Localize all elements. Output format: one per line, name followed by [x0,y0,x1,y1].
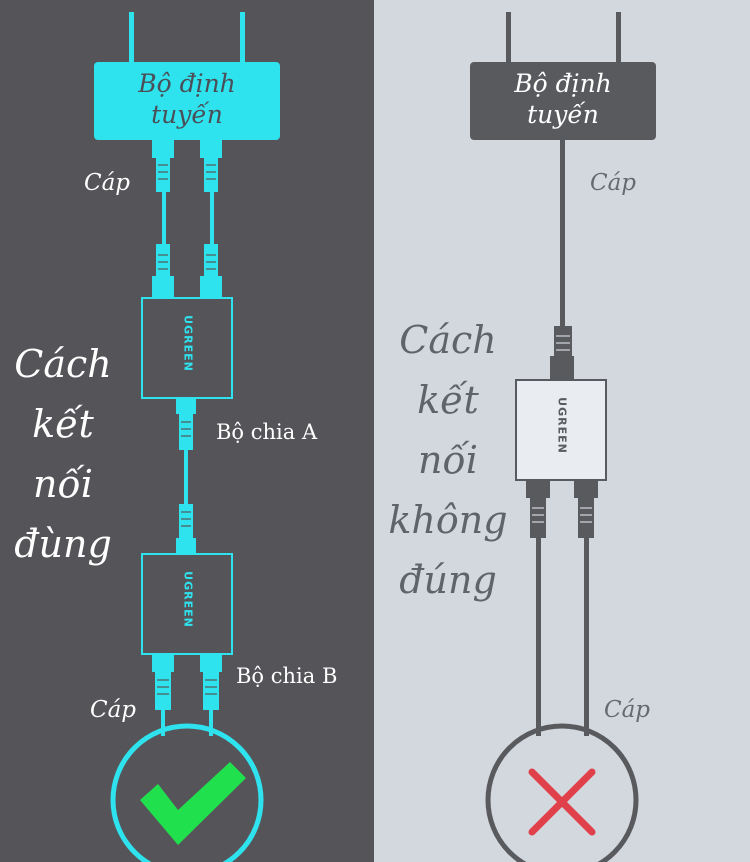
right-splitter-brand: UGREEN [555,397,569,454]
right-router [470,62,656,140]
left-verdict-line: Cách [14,342,112,386]
left-router-label: Bộ định tuyến [138,69,236,129]
check-icon [140,762,246,845]
right-splitter [515,379,607,481]
right-verdict-line: đúng [399,558,497,602]
right-verdict-line: kết [417,378,479,422]
right-router-antennas [506,12,621,64]
left-cable-top [152,140,222,298]
splitter-a-label: Bộ chia A [216,420,318,444]
left-device-circle [110,723,264,862]
right-cable-label-bottom: Cáp [604,697,651,723]
left-cable-label-top: Cáp [84,170,131,196]
left-verdict: Cách kết nối đùng [0,334,126,574]
right-verdict: Cách kết nối không đúng [386,310,510,610]
right-cable-top [550,140,574,380]
left-router [94,62,280,140]
left-splitter-a [141,297,233,399]
right-cable-label-top: Cáp [590,170,637,196]
right-router-label: Bộ định tuyến [514,69,612,129]
left-splitter-b-brand: UGREEN [181,571,195,628]
splitter-b-label: Bộ chia B [236,664,338,688]
right-cable-bottom [526,480,598,736]
left-splitter-b [141,553,233,655]
right-device-circle [485,723,639,862]
right-verdict-line: Cách [399,318,497,362]
left-verdict-line: đùng [14,522,112,566]
right-verdict-line: nối [418,438,478,482]
cross-icon [528,768,596,836]
right-verdict-line: không [388,498,508,542]
left-verdict-line: nối [33,462,93,506]
left-splitter-a-brand: UGREEN [181,315,195,372]
left-cable-label-bottom: Cáp [90,697,137,723]
left-router-antennas [129,12,245,64]
left-verdict-line: kết [32,402,94,446]
left-cable-bottom [152,654,222,736]
